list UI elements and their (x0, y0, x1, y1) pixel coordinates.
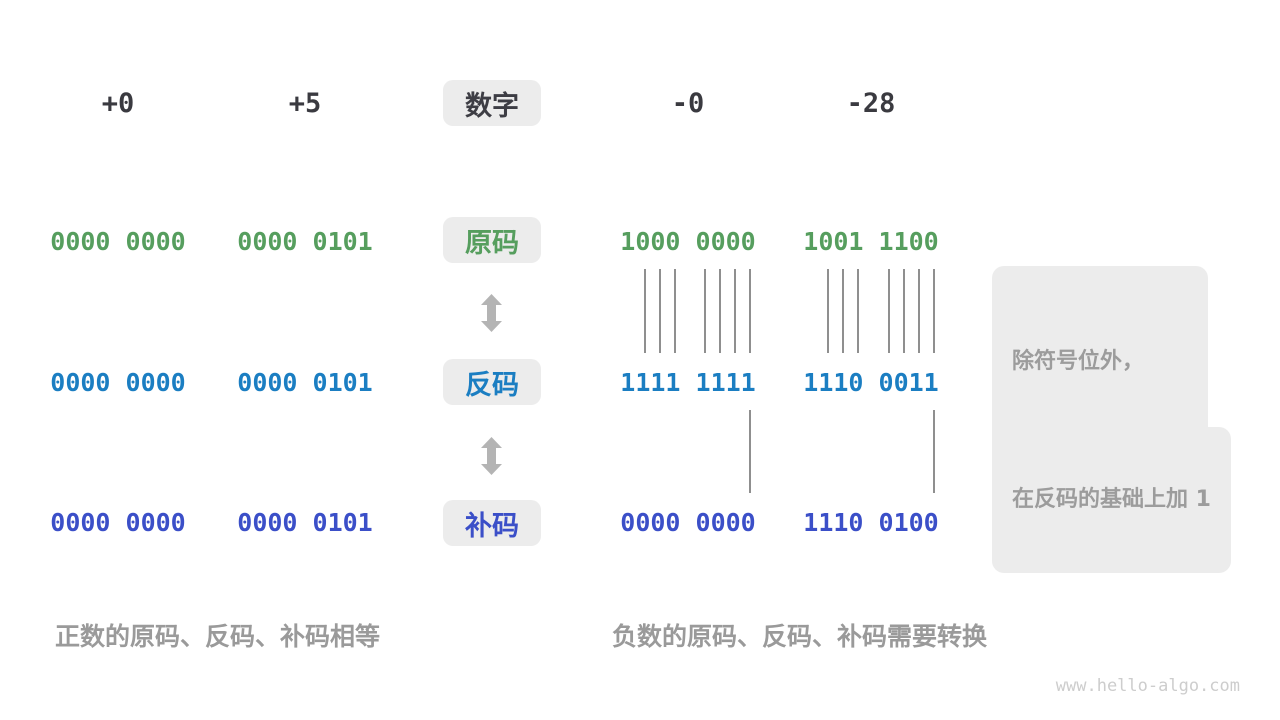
add-one-connector-line (933, 410, 935, 493)
sign-magnitude-neg0: 1000 0000 (620, 227, 756, 256)
sign-magnitude-pos5: 0000 0101 (237, 227, 373, 256)
up-down-arrow-icon (481, 437, 502, 475)
twos-complement-tag-label: 补码 (465, 510, 519, 542)
bit-connector-line (734, 269, 736, 353)
ones-complement-neg28: 1110 0011 (803, 368, 939, 397)
header-value-neg28: -28 (846, 88, 896, 119)
bit-connector-line (842, 269, 844, 353)
bit-connector-line (674, 269, 676, 353)
bit-connector-line (827, 269, 829, 353)
ones-complement-tag: 反码 (443, 359, 541, 405)
bit-connector-line (644, 269, 646, 353)
header-value-pos0: +0 (101, 88, 135, 119)
ones-complement-neg0: 1111 1111 (620, 368, 756, 397)
positive-numbers-caption: 正数的原码、反码、补码相等 (55, 622, 381, 651)
sign-magnitude-pos0: 0000 0000 (50, 227, 186, 256)
bit-connector-line (903, 269, 905, 353)
bit-connector-line (918, 269, 920, 353)
bit-connector-line (933, 269, 935, 353)
header-value-pos5: +5 (288, 88, 322, 119)
twos-complement-pos0: 0000 0000 (50, 508, 186, 537)
twos-complement-pos5: 0000 0101 (237, 508, 373, 537)
bit-connector-line (749, 269, 751, 353)
sign-magnitude-tag: 原码 (443, 217, 541, 263)
negative-numbers-caption: 负数的原码、反码、补码需要转换 (612, 622, 988, 651)
invert-bits-note-line1: 除符号位外， (1012, 349, 1145, 374)
ones-complement-tag-label: 反码 (465, 369, 519, 401)
add-one-note-text: 在反码的基础上加 1 (1012, 487, 1211, 512)
bit-connector-line (659, 269, 661, 353)
number-tag: 数字 (443, 80, 541, 126)
watermark-url: www.hello-algo.com (1055, 676, 1240, 696)
sign-magnitude-tag-label: 原码 (465, 227, 519, 259)
bit-connector-line (888, 269, 890, 353)
twos-complement-tag: 补码 (443, 500, 541, 546)
twos-complement-neg28: 1110 0100 (803, 508, 939, 537)
twos-complement-neg0: 0000 0000 (620, 508, 756, 537)
number-tag-label: 数字 (465, 90, 519, 122)
sign-magnitude-neg28: 1001 1100 (803, 227, 939, 256)
up-down-arrow-icon (481, 294, 502, 332)
header-value-neg0: -0 (671, 88, 705, 119)
bit-connector-line (704, 269, 706, 353)
bit-connector-line (719, 269, 721, 353)
ones-complement-pos0: 0000 0000 (50, 368, 186, 397)
add-one-note: 在反码的基础上加 1 (992, 427, 1231, 573)
ones-complement-pos5: 0000 0101 (237, 368, 373, 397)
add-one-connector-line (749, 410, 751, 493)
bit-connector-line (857, 269, 859, 353)
